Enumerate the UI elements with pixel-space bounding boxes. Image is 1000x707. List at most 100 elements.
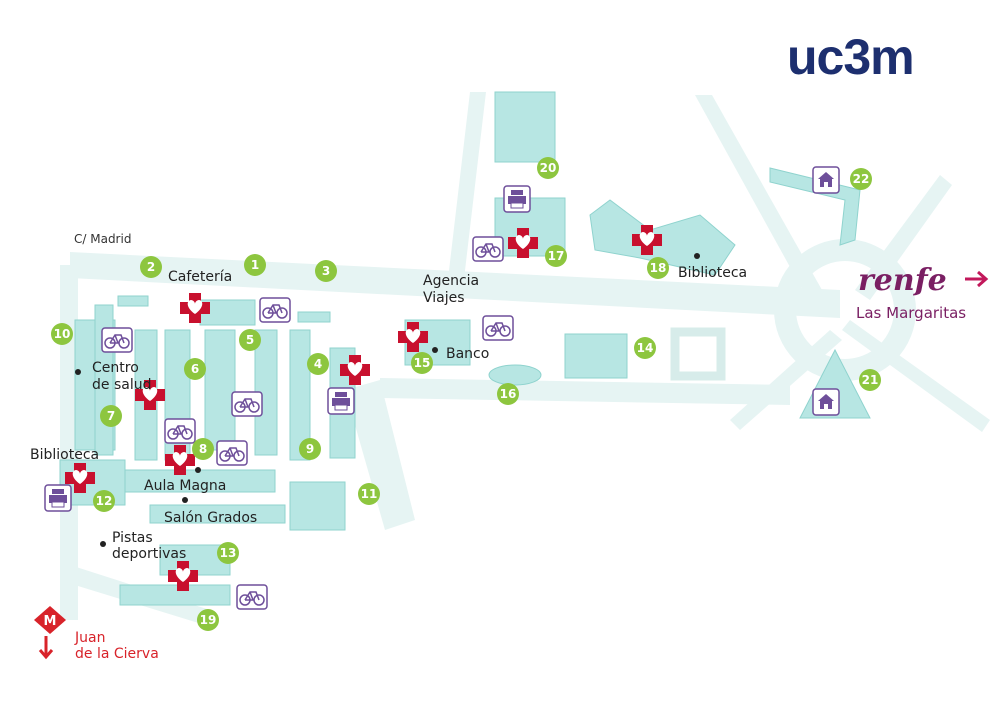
uc3m-logo: uc3m	[787, 29, 915, 85]
building-badge-22	[850, 168, 872, 190]
building-badge-4	[307, 353, 329, 375]
building-badge-8	[192, 438, 214, 460]
building-salon	[149, 504, 286, 524]
bicycle-icon	[482, 315, 514, 341]
street-label: C/ Madrid	[74, 232, 132, 246]
building-badge-number: 11	[361, 487, 378, 501]
banco-label: Banco	[446, 346, 490, 362]
building-badge-7	[100, 405, 122, 427]
building-badge-21	[859, 369, 881, 391]
road-west	[60, 265, 78, 620]
metro-icon: M	[34, 606, 66, 634]
bicycle-icon	[259, 297, 291, 323]
building-badge-5	[239, 329, 261, 351]
printer-icon	[503, 185, 531, 213]
dot-biblioteca-east	[694, 253, 700, 259]
building-badge-6	[184, 358, 206, 380]
bicycle-icon	[231, 391, 263, 417]
building-badge-3	[315, 260, 337, 282]
biblioteca-east-label: Biblioteca	[678, 265, 748, 281]
building-badge-number: 18	[650, 261, 667, 275]
bicycle-icon	[472, 236, 504, 262]
dot-aula-magna	[195, 467, 201, 473]
road-middle	[380, 378, 790, 405]
arrow-right-icon	[965, 270, 989, 288]
building-badge-number: 16	[500, 387, 517, 401]
pistas-label-line2: deportivas	[112, 546, 187, 562]
dot-pistas	[100, 541, 106, 547]
building-badge-17	[545, 245, 567, 267]
building-14	[564, 333, 628, 379]
dot-banco	[432, 347, 438, 353]
svg-text:M: M	[44, 614, 57, 629]
building-badge-number: 5	[246, 333, 254, 347]
building-badge-number: 22	[853, 172, 870, 186]
building-badge-number: 17	[548, 249, 565, 263]
road-ne	[695, 95, 822, 296]
building-badge-number: 15	[414, 356, 431, 370]
building-badge-number: 13	[220, 546, 237, 560]
building-badge-14	[634, 337, 656, 359]
renfe-station-label: Las Margaritas	[856, 304, 967, 322]
building-badge-number: 10	[54, 327, 71, 341]
building-badge-2	[140, 256, 162, 278]
building-badge-number: 9	[306, 442, 314, 456]
building-badge-20	[537, 157, 559, 179]
agencia-label: Agencia	[423, 273, 480, 289]
building-badge-18	[647, 257, 669, 279]
building-badge-11	[358, 483, 380, 505]
building-badge-1	[244, 254, 266, 276]
building-3	[297, 311, 331, 323]
bicycle-icon	[236, 584, 268, 610]
biblioteca-west-label: Biblioteca	[30, 447, 100, 463]
road-north	[446, 92, 486, 296]
arrow-down-icon	[38, 636, 54, 660]
building-badge-number: 19	[200, 613, 217, 627]
building-badge-13	[217, 542, 239, 564]
building-badge-number: 12	[96, 494, 113, 508]
building-badge-10	[51, 323, 73, 345]
building-badge-number: 6	[191, 362, 199, 376]
building-2	[117, 295, 149, 307]
building-badge-16	[497, 383, 519, 405]
centro-salud-label-line2: de salud	[92, 377, 152, 393]
building-badge-number: 1	[251, 258, 259, 272]
metro-line2: de la Cierva	[75, 646, 159, 662]
building-badge-15	[411, 352, 433, 374]
bicycle-icon	[164, 418, 196, 444]
dot-centro-salud	[75, 369, 81, 375]
building-badge-12	[93, 490, 115, 512]
building-16	[488, 364, 542, 386]
building-badge-number: 21	[862, 373, 879, 387]
building-badge-19	[197, 609, 219, 631]
road-diag-west	[345, 380, 415, 530]
building-badge-number: 7	[107, 409, 115, 423]
building-20	[494, 91, 556, 163]
residence-icon	[812, 166, 840, 194]
agencia-label-line2: Viajes	[423, 290, 465, 306]
building-19	[119, 584, 231, 606]
building-badge-number: 4	[314, 357, 322, 371]
renfe-logo: renfe	[858, 263, 947, 298]
building-11	[289, 481, 346, 531]
salon-grados-label: Salón Grados	[164, 510, 258, 526]
metro-line1: Juan	[75, 630, 106, 646]
dot-salon-grados	[182, 497, 188, 503]
pistas-label: Pistas	[112, 530, 153, 546]
building-badge-number: 8	[199, 442, 207, 456]
building-4	[289, 329, 311, 461]
building-badge-number: 2	[147, 260, 155, 274]
cafeteria-label: Cafetería	[168, 269, 233, 285]
building-badge-number: 20	[540, 161, 557, 175]
building-badge-number: 14	[637, 341, 654, 355]
bicycle-icon	[216, 440, 248, 466]
printer-icon	[327, 387, 355, 415]
plaza	[670, 327, 726, 381]
centro-salud-label: Centro	[92, 360, 139, 376]
bicycle-icon	[101, 327, 133, 353]
building-badge-9	[299, 438, 321, 460]
